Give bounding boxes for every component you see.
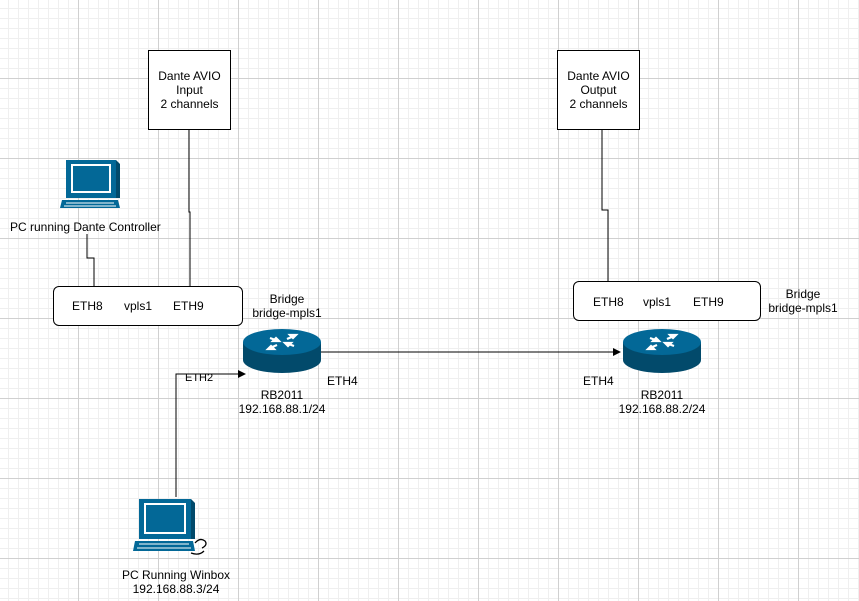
pc-winbox-name: PC Running Winbox xyxy=(121,568,231,582)
wire-avio-input-eth9 xyxy=(186,130,194,295)
right-bridge-box xyxy=(573,281,761,321)
wire-avio-output-eth8 xyxy=(601,130,612,289)
left-bridge-port-eth8: ETH8 xyxy=(72,299,103,313)
pc-winbox-ip: 192.168.88.3/24 xyxy=(132,582,220,596)
pc-winbox-caption: PC Running Winbox 192.168.88.3/24 xyxy=(106,568,246,596)
right-router-icon xyxy=(623,329,701,373)
left-bridge-port-vpls1: vpls1 xyxy=(124,299,153,313)
avio-input-line-3: 2 channels xyxy=(160,97,219,111)
left-router-eth2: ETH2 xyxy=(185,372,214,384)
left-router-ip: 192.168.88.1/24 xyxy=(238,402,326,416)
right-router-caption: RB2011 192.168.88.2/24 xyxy=(602,388,722,416)
left-bridge-port-eth9: ETH9 xyxy=(173,299,204,313)
right-router-ip: 192.168.88.2/24 xyxy=(618,402,706,416)
right-router-name: RB2011 xyxy=(640,388,684,402)
pc-controller-icon xyxy=(60,160,120,208)
avio-input-line-1: Dante AVIO xyxy=(158,69,221,83)
right-bridge-port-vpls1: vpls1 xyxy=(643,295,672,309)
right-bridge-port-eth8: ETH8 xyxy=(593,295,624,309)
left-router-caption: RB2011 192.168.88.1/24 xyxy=(222,388,342,416)
avio-input-line-2: Input xyxy=(176,83,203,97)
avio-input-box: Dante AVIO Input 2 channels xyxy=(148,50,231,130)
left-bridge-title-line-1: Bridge xyxy=(269,292,305,306)
left-router-name: RB2011 xyxy=(260,388,304,402)
avio-output-line-1: Dante AVIO xyxy=(567,69,630,83)
right-router-eth4: ETH4 xyxy=(583,374,614,388)
right-bridge-title-line-2: bridge-mpls1 xyxy=(768,301,838,315)
wire-winbox-eth2 xyxy=(175,370,246,497)
right-bridge-title-line-1: Bridge xyxy=(785,287,821,301)
right-bridge-title: Bridge bridge-mpls1 xyxy=(761,287,845,315)
right-bridge-port-eth9: ETH9 xyxy=(693,295,724,309)
pc-controller-label: PC running Dante Controller xyxy=(10,220,161,234)
pc-winbox-icon xyxy=(133,499,207,555)
avio-output-line-2: Output xyxy=(580,83,617,97)
left-bridge-title-line-2: bridge-mpls1 xyxy=(252,306,322,320)
left-bridge-title: Bridge bridge-mpls1 xyxy=(242,292,332,320)
avio-output-line-3: 2 channels xyxy=(569,97,628,111)
wire-pc-controller-eth8 xyxy=(86,234,98,295)
avio-output-box: Dante AVIO Output 2 channels xyxy=(557,50,640,130)
left-router-eth4: ETH4 xyxy=(327,374,358,388)
left-bridge-box xyxy=(53,286,243,326)
left-router-icon xyxy=(243,329,321,373)
